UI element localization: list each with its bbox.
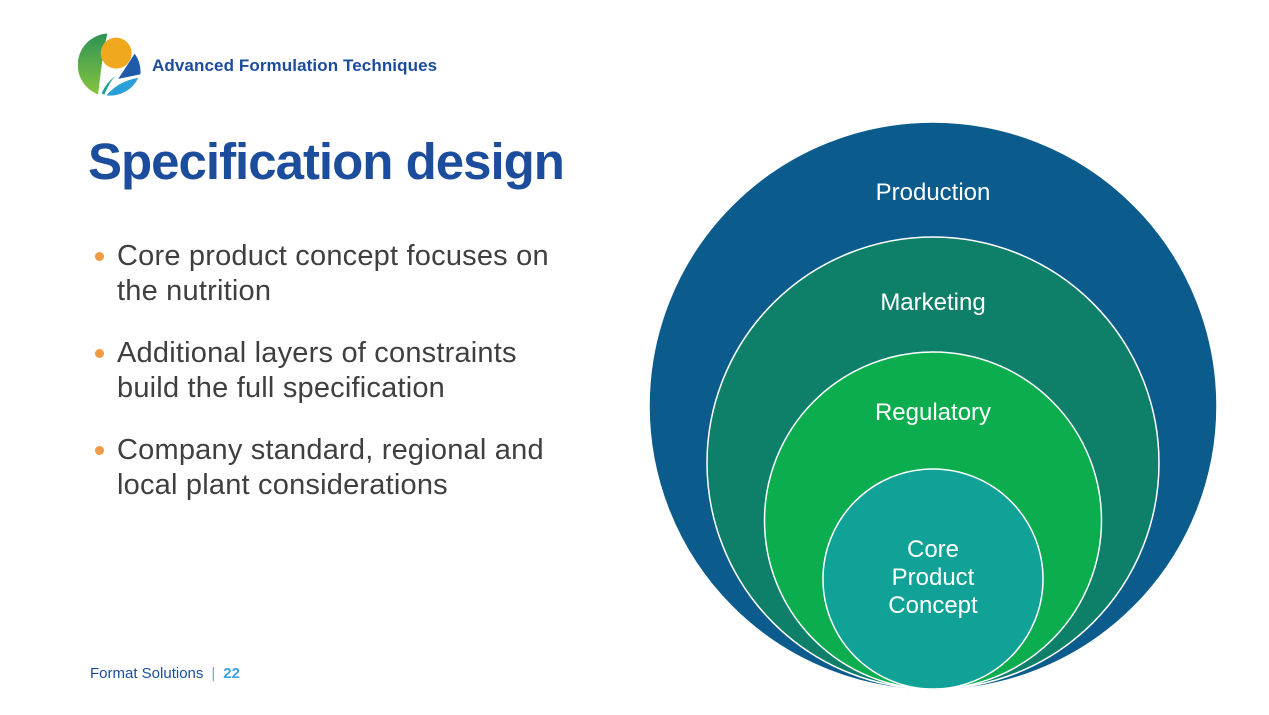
- ring-label-production: Production: [876, 179, 991, 206]
- bullet-line: Company standard, regional and: [117, 434, 544, 466]
- bullet-item: Additional layers of constraints build t…: [95, 336, 675, 406]
- ring-core-product-concept: [822, 468, 1044, 690]
- bullet-line: Core product concept focuses on: [117, 240, 549, 272]
- logo-teal-wedge: [101, 75, 116, 95]
- ring-label-core-line2: Product: [892, 564, 975, 591]
- bullet-item: Company standard, regional and local pla…: [95, 433, 675, 503]
- bullet-dot-icon: [95, 349, 104, 358]
- bullet-text: Additional layers of constraints build t…: [117, 336, 517, 406]
- bullet-line: Additional layers of constraints: [117, 337, 517, 369]
- bullet-list: Core product concept focuses on the nutr…: [95, 239, 675, 530]
- ring-label-marketing: Marketing: [880, 289, 985, 316]
- ring-label-core-line3: Concept: [888, 592, 978, 619]
- logo-light-blue-swoosh: [106, 77, 139, 96]
- bullet-text: Core product concept focuses on the nutr…: [117, 239, 549, 309]
- ring-label-core-line1: Core: [907, 536, 959, 563]
- bullet-dot-icon: [95, 252, 104, 261]
- slide-footer: Format Solutions | 22: [90, 665, 240, 682]
- logo-green-crescent: [78, 33, 108, 95]
- logo-sun-circle: [100, 37, 132, 69]
- footer-separator: |: [211, 665, 216, 682]
- bullet-line: the nutrition: [117, 275, 272, 307]
- logo-dark-blue-sail: [118, 53, 141, 79]
- bullet-line: local plant considerations: [117, 469, 448, 501]
- ring-label-regulatory: Regulatory: [875, 399, 991, 426]
- bullet-dot-icon: [95, 446, 104, 455]
- bullet-line: build the full specification: [117, 372, 446, 404]
- header-course-title: Advanced Formulation Techniques: [152, 56, 438, 75]
- bullet-item: Core product concept focuses on the nutr…: [95, 239, 675, 309]
- footer-brand: Format Solutions: [90, 665, 204, 682]
- slide-title: Specification design: [88, 133, 565, 190]
- footer-page-number: 22: [223, 665, 240, 682]
- bullet-text: Company standard, regional and local pla…: [117, 433, 544, 503]
- format-solutions-logo-icon: [78, 33, 141, 96]
